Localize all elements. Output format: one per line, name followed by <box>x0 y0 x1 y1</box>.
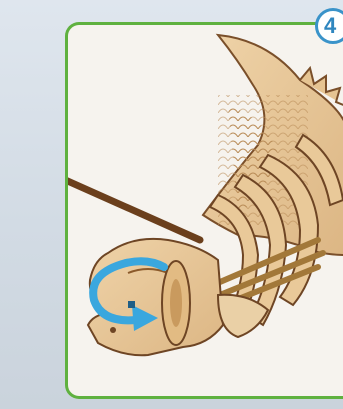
insert-stick <box>68 150 200 240</box>
step-number: 4 <box>324 13 336 38</box>
dragon-assembly-illustration <box>68 25 343 399</box>
step-number-badge: 4 <box>315 8 343 44</box>
step-illustration-frame <box>65 22 343 399</box>
dragon-head-piece <box>88 239 223 355</box>
